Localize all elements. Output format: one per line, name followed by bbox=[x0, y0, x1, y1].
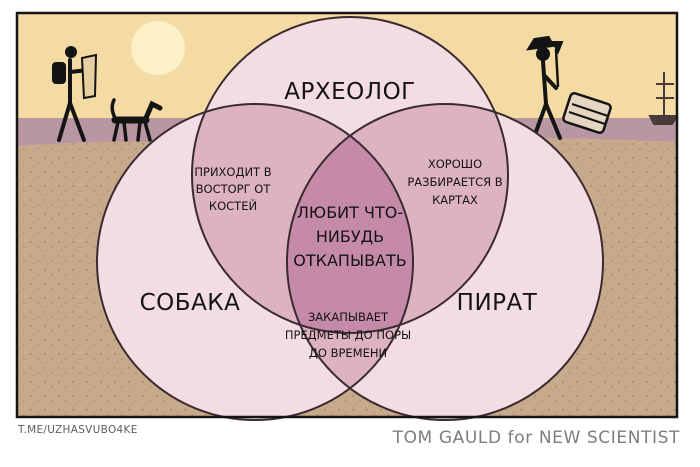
venn-labels: АРХЕОЛОГ СОБАКА ПИРАТ ПРИХОДИТ В ВОСТОРГ… bbox=[140, 79, 538, 360]
overlap-archaeologist-pirate-line-1: ХОРОШО bbox=[428, 157, 482, 171]
overlap-archaeologist-dog-line-3: КОСТЕЙ bbox=[209, 198, 257, 213]
label-archaeologist: АРХЕОЛОГ bbox=[284, 79, 415, 105]
overlap-archaeologist-pirate-line-2: РАЗБИРАЕТСЯ В bbox=[407, 175, 502, 189]
overlap-dog-pirate-line-3: ДО ВРЕМЕНИ bbox=[309, 346, 387, 360]
overlap-archaeologist-pirate-line-3: КАРТАХ bbox=[432, 193, 478, 207]
overlap-all-line-1: ЛЮБИТ ЧТО- bbox=[297, 203, 403, 222]
frame-border bbox=[15, 11, 679, 419]
hiker-icon bbox=[52, 46, 98, 142]
label-pirate: ПИРАТ bbox=[457, 290, 538, 316]
overlap-all-line-2: НИБУДЬ bbox=[316, 227, 384, 246]
overlap-dog-pirate-line-1: ЗАКАПЫВАЕТ bbox=[308, 310, 389, 324]
dog-icon bbox=[110, 98, 163, 142]
author-credit: TOM GAULD for NEW SCIENTIST bbox=[392, 428, 680, 448]
overlap-all bbox=[287, 104, 413, 333]
set-outlines bbox=[96, 16, 604, 421]
overlap-all-line-3: ОТКАПЫВАТЬ bbox=[293, 251, 407, 270]
source-watermark: T.ME/UZHASVUBO4KE bbox=[18, 424, 138, 436]
ship-icon bbox=[648, 72, 677, 125]
venn-sets bbox=[96, 16, 604, 421]
sun-icon bbox=[131, 21, 185, 75]
overlap-dog-pirate-line-2: ПРЕДМЕТЫ ДО ПОРЫ bbox=[285, 328, 411, 342]
pirate-icon bbox=[526, 35, 564, 142]
overlap-archaeologist-dog-line-1: ПРИХОДИТ В bbox=[194, 165, 271, 179]
label-dog: СОБАКА bbox=[140, 290, 241, 316]
overlap-archaeologist-dog-line-2: ВОСТОРГ ОТ bbox=[196, 182, 272, 196]
treasure-chest-icon bbox=[562, 92, 612, 134]
